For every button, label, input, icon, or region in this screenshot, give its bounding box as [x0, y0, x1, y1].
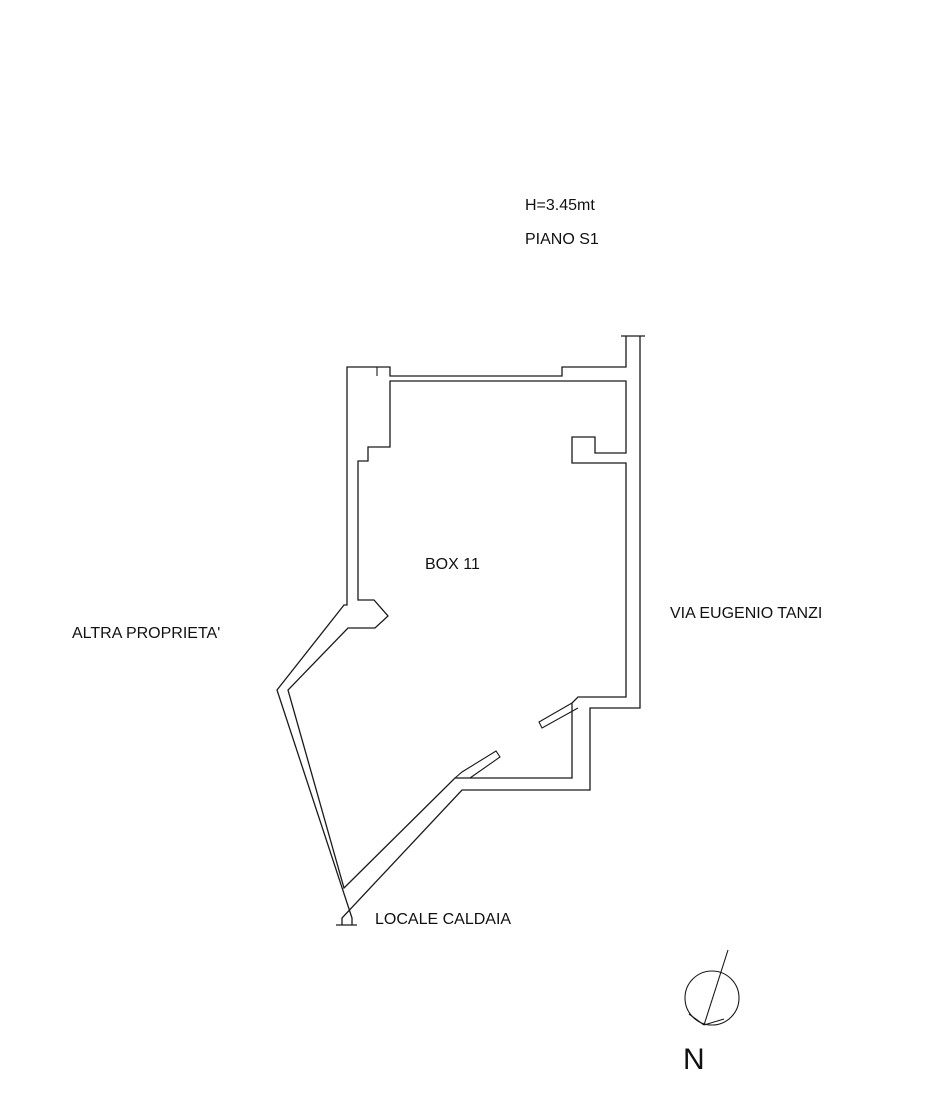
south-room-label: LOCALE CALDAIA — [375, 911, 511, 928]
height-note: H=3.45mt — [525, 197, 595, 214]
east-street-label: VIA EUGENIO TANZI — [670, 605, 822, 622]
compass-needle-tip — [688, 1013, 705, 1026]
inner-wall-line — [287, 380, 627, 890]
walls — [276, 335, 645, 926]
compass-needle-icon — [703, 949, 729, 1026]
compass-circle — [684, 970, 740, 1026]
outer-wall-line — [276, 335, 645, 926]
compass-needle-base — [703, 1018, 725, 1026]
west-neighbor-label: ALTRA PROPRIETA' — [72, 625, 220, 642]
floor-label: PIANO S1 — [525, 231, 599, 248]
door-jamb-middle — [454, 750, 501, 779]
north-arrow: N — [683, 949, 740, 1076]
north-letter: N — [683, 1043, 705, 1076]
room-label: BOX 11 — [425, 556, 480, 573]
door-jamb-right — [538, 702, 579, 729]
